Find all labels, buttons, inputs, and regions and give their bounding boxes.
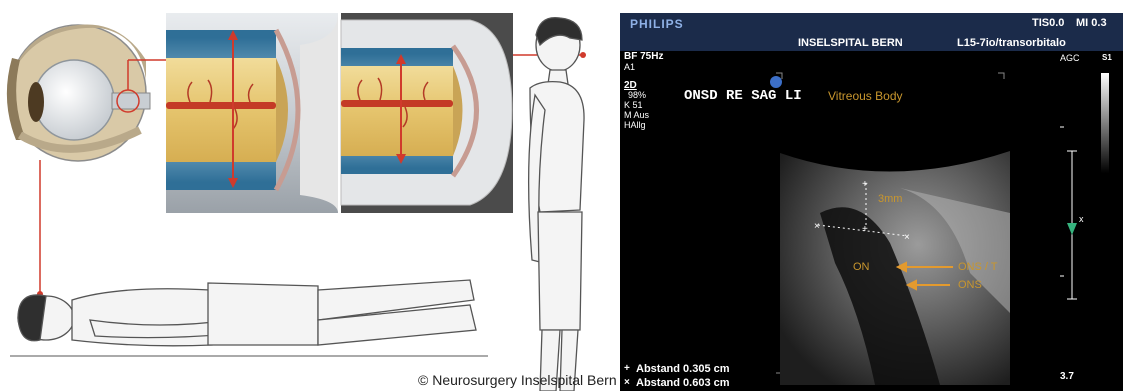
- focus-marker: [1067, 223, 1077, 235]
- measurement-1-text: Abstand 0.305 cm: [636, 363, 730, 375]
- svg-text:×: ×: [814, 221, 820, 232]
- x-marker: x: [1079, 214, 1084, 224]
- svg-text:+: +: [862, 224, 868, 235]
- ons-label: ONS: [958, 279, 982, 291]
- lying-figure: [10, 280, 488, 356]
- nerve-sheath-normal-panel: [166, 13, 338, 213]
- ultrasound-scan: + + × ×: [620, 13, 1123, 391]
- standing-figure: [529, 18, 584, 391]
- copyright-text: © Neurosurgery Inselspital Bern: [418, 372, 617, 388]
- measurement-1-symbol: +: [624, 363, 630, 374]
- anatomy-illustration: [0, 0, 620, 391]
- svg-text:+: +: [862, 179, 868, 190]
- on-label: ON: [853, 261, 870, 273]
- ultrasound-image: PHILIPS TIS0.0 MI 0.3 INSELSPITAL BERN L…: [620, 13, 1123, 391]
- measure-3mm-label: 3mm: [878, 193, 902, 205]
- measurement-2-text: Abstand 0.603 cm: [636, 377, 730, 389]
- nerve-sheath-dilated-panel: [341, 13, 513, 213]
- scale-right-value: 3.7: [1060, 371, 1074, 382]
- depth-scale: [1060, 127, 1077, 299]
- svg-text:×: ×: [904, 232, 910, 243]
- grayscale-bar: [1101, 73, 1109, 173]
- ons-t-label: ONS / T: [958, 261, 998, 273]
- measurement-2-symbol: ×: [624, 377, 630, 388]
- eye-inset: [7, 24, 150, 161]
